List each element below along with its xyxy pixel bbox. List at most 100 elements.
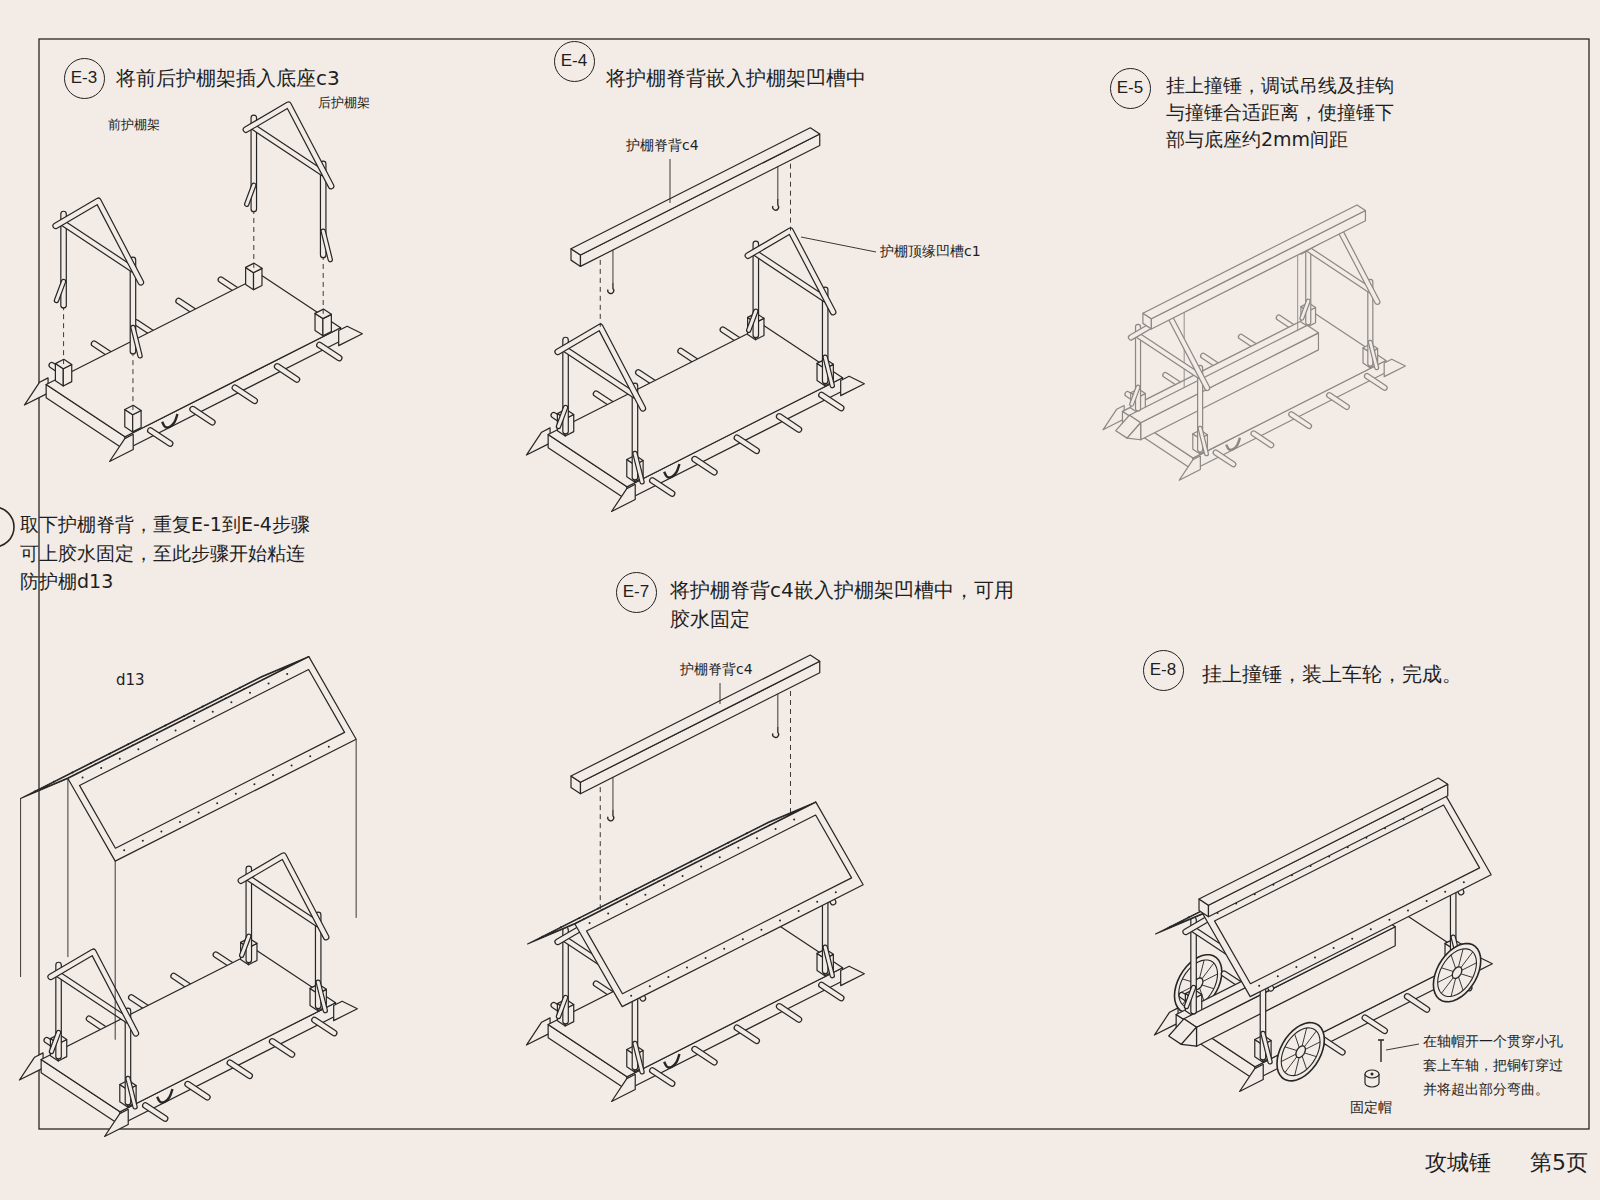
rope-coil: [162, 414, 177, 427]
nail-hole: [742, 938, 744, 940]
frame-brace: [1263, 1033, 1270, 1061]
wheel-rim: [1277, 1023, 1324, 1081]
step-e6-drawing: [19, 657, 357, 1137]
axle-peg: [1365, 1018, 1385, 1031]
guide-line: [67, 778, 68, 957]
wheel-hub: [1296, 1046, 1305, 1058]
base-foot: [526, 1018, 550, 1045]
leader-line: [1386, 1044, 1419, 1050]
frame-brace: [247, 185, 254, 204]
base-foot: [24, 378, 48, 405]
nail-hole: [268, 682, 270, 684]
nail-hole: [560, 926, 562, 928]
frame-brace: [128, 1078, 135, 1106]
axle-peg: [277, 366, 297, 379]
part-label: 固定帽: [1350, 1098, 1392, 1118]
wheel-spoke: [1304, 1053, 1316, 1057]
axle-peg: [779, 1006, 799, 1019]
page-number: 第5页: [1530, 1148, 1588, 1179]
axle-peg: [1367, 376, 1385, 388]
axle-peg: [695, 459, 715, 472]
frame-rafter: [246, 105, 331, 186]
nail-hole: [1314, 956, 1316, 958]
nail-hole: [644, 894, 646, 896]
nail-hole: [100, 767, 102, 769]
nail-hole: [737, 847, 739, 849]
frame-rafter: [51, 952, 136, 1033]
axle-peg: [821, 395, 841, 408]
axle-peg: [821, 395, 841, 408]
base-foot: [334, 1001, 358, 1020]
nail-hole: [756, 837, 758, 839]
frame-brace: [318, 982, 325, 1010]
frame-brace: [635, 1043, 642, 1071]
base-foot: [841, 966, 865, 985]
nail-hole: [597, 908, 599, 910]
frame-brace: [1132, 387, 1138, 404]
leader-lines: [670, 159, 1419, 1050]
frame-brace: [635, 1043, 642, 1071]
axle-peg: [1216, 453, 1234, 465]
nail-hole: [230, 701, 232, 703]
base-foot: [841, 376, 865, 395]
axle-peg: [314, 1020, 334, 1033]
nail-hole: [156, 739, 158, 741]
frame-brace: [558, 407, 565, 426]
axle-peg: [235, 388, 255, 401]
step-instruction: 将前后护棚架插入底座c3: [116, 64, 340, 92]
footer-title: 攻城锤: [1425, 1148, 1491, 1179]
cap-top: [1365, 1070, 1379, 1078]
nail-hole: [709, 851, 711, 853]
axle-peg: [779, 416, 799, 429]
axle-peg: [1407, 996, 1427, 1009]
nail-hole: [202, 706, 204, 708]
step-instruction: 挂上撞锤，装上车轮，完成。: [1202, 660, 1462, 688]
base: [46, 275, 340, 436]
base-foot: [612, 1074, 636, 1101]
frame-brace: [1132, 387, 1138, 404]
frame-brace: [558, 407, 565, 426]
frame-brace: [825, 947, 832, 975]
axle-peg: [1407, 996, 1427, 1009]
guide-line: [790, 682, 791, 815]
axle-peg: [737, 438, 757, 451]
ridge-beam: [571, 128, 820, 255]
nail-hole: [1426, 900, 1428, 902]
nail-hole: [253, 783, 255, 785]
nail-hole: [1407, 909, 1409, 911]
nail-hole: [816, 901, 818, 903]
part-label: 护棚顶缘凹槽c1: [880, 242, 981, 262]
base-foot: [526, 428, 550, 455]
axle-peg: [737, 1028, 757, 1041]
nail-hole: [690, 861, 692, 863]
step-e7-drawing: [526, 655, 864, 1101]
frame-rafter: [241, 856, 326, 937]
nail-hole: [1370, 928, 1372, 930]
nail-hole: [649, 985, 651, 987]
axle-peg: [779, 416, 799, 429]
nail-hole: [663, 884, 665, 886]
wheel-spoke: [1304, 1031, 1316, 1047]
ram-head: [1127, 423, 1141, 440]
nail-hole: [198, 812, 200, 814]
wheel-spoke: [1302, 1056, 1307, 1069]
ram: [1129, 325, 1318, 422]
guide-line: [600, 778, 601, 911]
frame-rafter: [558, 327, 643, 408]
frame-brace: [825, 947, 832, 975]
nail-hole: [183, 715, 185, 717]
frame-brace: [635, 453, 642, 481]
axle-peg: [1291, 414, 1309, 426]
axle-peg: [652, 1071, 672, 1084]
axle-peg: [1365, 1018, 1385, 1031]
axle-peg: [652, 481, 672, 494]
nail-hole: [793, 819, 795, 821]
frame-rafter: [558, 327, 643, 408]
nail-hole: [90, 762, 92, 764]
part-label: 后护棚架: [318, 94, 370, 112]
nail-hole: [775, 828, 777, 830]
frame-rafter: [1131, 315, 1207, 388]
frame-rafter: [56, 201, 141, 282]
axle-peg: [188, 1084, 208, 1097]
nail-hole: [127, 743, 129, 745]
